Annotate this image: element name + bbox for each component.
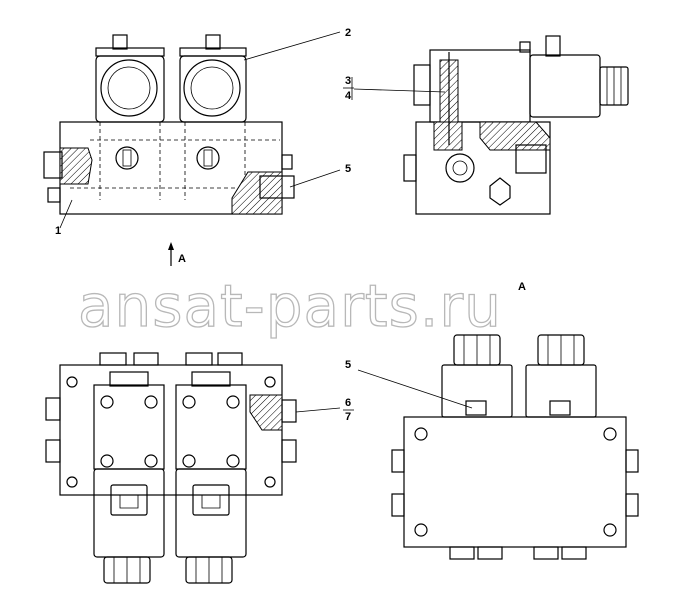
- plan-coil-right: [175, 468, 247, 558]
- view-label-a: A: [518, 281, 526, 293]
- port-right: [196, 146, 220, 170]
- a-block: [403, 416, 627, 548]
- coil-nut-right: [183, 59, 241, 117]
- front-view: [43, 31, 341, 266]
- coil-nut-left: [100, 59, 158, 117]
- hex-plug: [489, 177, 511, 206]
- port-left: [115, 146, 139, 170]
- plan-valve-left: [93, 384, 165, 470]
- side-section: [479, 121, 551, 151]
- callout-4: 4: [345, 90, 352, 102]
- fitting-left: [43, 151, 63, 179]
- callout-1: 1: [55, 225, 61, 237]
- solenoid-coil-left: [95, 55, 165, 123]
- callout-5-top: 5: [345, 163, 351, 175]
- side-port: [445, 153, 475, 183]
- section-left: [59, 147, 93, 185]
- plan-coil-left: [93, 468, 165, 558]
- coil-terminal-right: [205, 34, 221, 50]
- callout-3: 3: [345, 75, 351, 87]
- callout-7: 7: [345, 411, 351, 423]
- watermark: ansat-parts.ru: [78, 272, 502, 340]
- plan-valve-right: [175, 384, 247, 470]
- coil-terminal-left: [112, 34, 128, 50]
- plan-block: [59, 364, 283, 496]
- callout-6: 6: [345, 397, 351, 409]
- side-cap: [413, 64, 431, 106]
- a-coil-right: [525, 364, 597, 418]
- a-coil-left: [441, 364, 513, 418]
- plan-view: [45, 352, 341, 584]
- callout-2: 2: [345, 27, 351, 39]
- arrow-label-a: A: [178, 253, 186, 265]
- side-coil-connector: [529, 54, 601, 118]
- fitting-6-7: [281, 399, 297, 423]
- callout-5-bottom: 5: [345, 359, 351, 371]
- solenoid-coil-right: [179, 55, 247, 123]
- section-right: [231, 171, 283, 215]
- plug-5: [259, 175, 295, 199]
- coil-cap-left: [95, 47, 165, 57]
- view-a: [357, 334, 639, 560]
- side-view: [351, 35, 629, 215]
